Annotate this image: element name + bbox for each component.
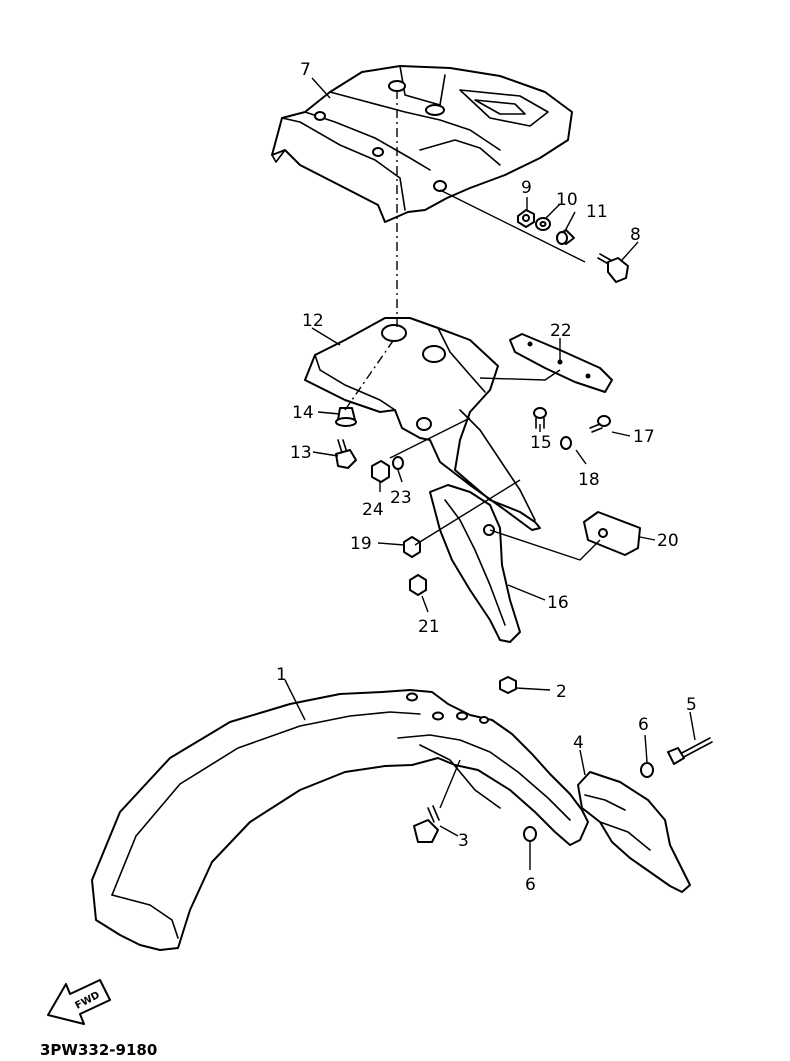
label-part-4: 4	[573, 733, 584, 753]
part-5-rivet	[667, 737, 713, 765]
part-12-bracket	[304, 317, 541, 531]
label-part-14: 14	[292, 403, 314, 423]
fasteners	[335, 209, 713, 843]
label-part-11: 11	[586, 202, 608, 222]
label-part-22: 22	[550, 321, 572, 341]
part-21-nut	[409, 574, 427, 596]
label-part-17: 17	[633, 427, 655, 447]
label-part-1: 1	[276, 665, 287, 685]
label-part-16: 16	[547, 593, 569, 613]
part-24-nut	[371, 460, 390, 483]
part-16-flap	[429, 484, 521, 643]
part-4-inner-flap	[577, 771, 691, 893]
part-11-collar	[556, 229, 575, 245]
label-part-15: 15	[530, 433, 552, 453]
label-leaders	[284, 77, 696, 870]
part-10-washer	[535, 217, 551, 231]
part-19-nut	[403, 536, 421, 558]
part-labels: 7 9 10 11 8 12 22 14 13 15 17 18 24 23 1…	[276, 60, 697, 895]
part-6-lower-washer	[523, 826, 537, 842]
label-part-7: 7	[300, 60, 311, 80]
part-17-screw	[589, 415, 611, 433]
part-1-rear-fender	[91, 689, 589, 951]
part-9-nut	[517, 209, 535, 228]
part-23-washer	[392, 456, 404, 470]
label-part-23: 23	[390, 488, 412, 508]
part-14-collar	[335, 407, 357, 427]
label-part-19: 19	[350, 534, 372, 554]
label-part-18: 18	[578, 470, 600, 490]
part-15-bolt	[533, 407, 547, 429]
part-3-bolt	[413, 805, 440, 843]
label-part-2: 2	[556, 682, 567, 702]
label-part-5: 5	[686, 695, 697, 715]
part-6-upper-washer	[640, 762, 654, 778]
part-20-reflector	[583, 511, 641, 556]
part-18-washer	[560, 436, 572, 450]
part-2-nut	[499, 676, 517, 694]
label-part-6b: 6	[525, 875, 536, 895]
label-part-13: 13	[290, 443, 312, 463]
fwd-arrow: FWD	[47, 979, 111, 1025]
part-7-rear-cover	[271, 65, 573, 223]
label-part-24: 24	[362, 500, 384, 520]
label-part-21: 21	[418, 617, 440, 637]
label-part-8: 8	[630, 225, 641, 245]
part-22-light-bracket	[509, 333, 613, 393]
label-part-20: 20	[657, 531, 679, 551]
part-8-bolt	[597, 253, 629, 283]
assembly-lines	[344, 90, 601, 561]
label-part-9: 9	[521, 178, 532, 198]
label-part-10: 10	[556, 190, 578, 210]
part-13-bolt	[335, 439, 357, 469]
label-part-6a: 6	[638, 715, 649, 735]
drawing-code: 3PW332-9180	[40, 1041, 157, 1059]
label-part-12: 12	[302, 311, 324, 331]
label-part-3: 3	[458, 831, 469, 851]
